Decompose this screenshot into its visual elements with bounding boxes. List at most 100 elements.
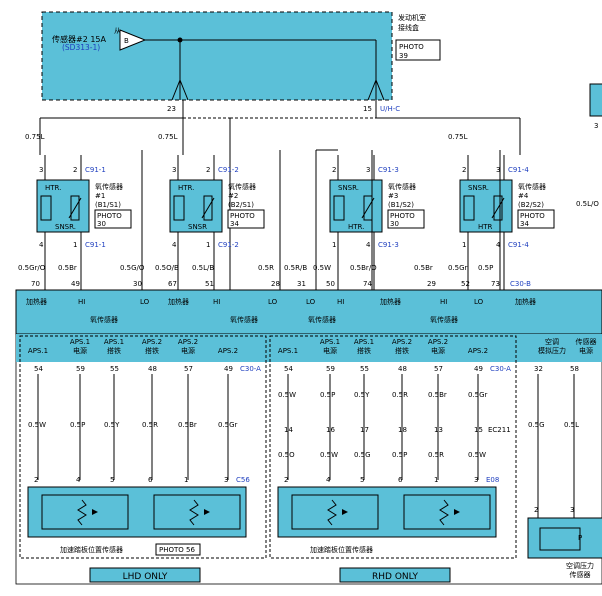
- aps-wire-2: 0.5G: [354, 451, 371, 459]
- sensor-conn-bot: C91-4: [508, 241, 529, 249]
- aps-pedal-pin: 5: [110, 476, 114, 484]
- sensor-pin-top-1: 2: [462, 166, 466, 174]
- sensor-block-bottom: SNSR: [188, 223, 207, 231]
- aps-ecm-pin: 48: [148, 365, 157, 373]
- engine-box-label-1: 发动机室: [398, 13, 426, 22]
- aps-joint-pin: 13: [434, 426, 443, 434]
- ac-sensor-label: 空调压力: [566, 561, 594, 570]
- connector-b: B: [124, 37, 129, 45]
- sensor-number: #4: [518, 192, 529, 200]
- aps-header: APS.2: [218, 347, 238, 355]
- ecm-top-wire: 0.5G/O: [120, 264, 145, 272]
- ac-sensor-pin: 2: [534, 506, 538, 514]
- aps-header: 电源: [431, 346, 445, 355]
- sensor-wire-in: 0.75L: [25, 133, 45, 141]
- sensor-body: [459, 179, 513, 233]
- aps-wire-1: 0.5W: [278, 391, 296, 399]
- engine-box-label-2: 接线盒: [398, 23, 419, 32]
- aps-ecm-pin: 59: [76, 365, 85, 373]
- ecm-group-label: 氧传感器: [430, 315, 458, 324]
- region-banner: [89, 567, 201, 583]
- aps-header: APS.1: [104, 338, 124, 346]
- aps-header: APS.1: [320, 338, 340, 346]
- ecm-top-pin-number: 52: [461, 280, 470, 288]
- sensor-number: #1: [95, 192, 105, 200]
- sensor-photo-title: PHOTO: [520, 212, 545, 220]
- pin-right-code: U/H-C: [380, 105, 400, 113]
- sensor-pin-top-1: 2: [332, 166, 336, 174]
- sensor-pin-top-2: 2: [206, 166, 210, 174]
- aps-ecm-pin: 54: [34, 365, 43, 373]
- aps-ecm-pin: 49: [224, 365, 233, 373]
- sensor-body: [169, 179, 223, 233]
- aps-ecm-pin: 59: [326, 365, 335, 373]
- ecm-label: LO: [306, 298, 316, 306]
- ecm-label: HI: [440, 298, 447, 306]
- ecm-group-label: 氧传感器: [230, 315, 258, 324]
- sensor-block-bottom: SNSR.: [55, 223, 76, 231]
- aps-ecm-pin: 49: [474, 365, 483, 373]
- sensor-pin-bot-1: 4: [39, 241, 44, 249]
- aps-wire: 0.5W: [28, 421, 46, 429]
- aps-header: 搭铁: [395, 346, 409, 355]
- ecm-top-pin-number: 30: [133, 280, 142, 288]
- aps-ecm-pin: 57: [434, 365, 443, 373]
- sensor-photo-num: 34: [230, 220, 239, 228]
- ac-wire: 0.5L: [564, 421, 579, 429]
- region-banner: [339, 567, 451, 583]
- ecm-top-wire: 0.5R/B: [284, 264, 307, 272]
- sensor-photo-title: PHOTO: [97, 212, 122, 220]
- aps-ecm-pin: 48: [398, 365, 407, 373]
- aps-pedal-pin: 1: [184, 476, 188, 484]
- aps-header: APS.1: [28, 347, 48, 355]
- aps-header: 搭铁: [357, 346, 371, 355]
- ecm-top-wire: 0.5Br: [58, 264, 77, 272]
- sensor-conn-bot: C91-2: [218, 241, 239, 249]
- ecm-top-pin: 0.5W 50: [313, 264, 335, 288]
- fuse-ref: (SD313-1): [62, 43, 100, 52]
- aps-pedal-pin: 3: [474, 476, 478, 484]
- ecm-top-pin: 0.5O/B67: [155, 264, 179, 288]
- ecm-top-pin: 0.5G/O 30: [120, 150, 145, 290]
- ecm-top-wire: 0.5W: [313, 264, 331, 272]
- ecm-top-wire: 0.5L/B: [192, 264, 214, 272]
- fuse-label: 传感器#2 15A: [52, 34, 107, 44]
- sensor-position: (B2/S2): [518, 201, 544, 209]
- pedal-sensor-photo: PHOTO 56: [159, 546, 195, 554]
- sensor-wire-in: 0.75L: [158, 133, 178, 141]
- ecm-top-pin-number: 50: [326, 280, 335, 288]
- aps-wire: 0.5P: [70, 421, 85, 429]
- sensor-number: #3: [388, 192, 398, 200]
- aps-wire-2: 0.5W: [468, 451, 486, 459]
- sensor-conn-bot: C91-3: [378, 241, 399, 249]
- photo-top-title: PHOTO: [399, 43, 424, 51]
- aps-pedal-pin: 1: [434, 476, 438, 484]
- aps-header: APS.1: [70, 338, 90, 346]
- aps-header: 搭铁: [145, 346, 159, 355]
- sensor-block-bottom: HTR: [478, 223, 493, 231]
- engine-room-junction-box: 传感器#2 15A (SD313-1) 从 B 发动机室 接线盒 PHOTO 3…: [41, 11, 602, 208]
- pin-right: 15: [363, 105, 372, 113]
- aps-header: 搭铁: [107, 346, 121, 355]
- aps-ecm-conn: C30-A: [490, 365, 511, 373]
- aps-header: APS.1: [278, 347, 298, 355]
- ecm-label: LO: [268, 298, 278, 306]
- sensor-pin-bot-2: 1: [206, 241, 210, 249]
- ecm-label: 加热器: [515, 297, 536, 306]
- aps-pedal-pin: 2: [284, 476, 288, 484]
- aps-joint-pin: 18: [398, 426, 407, 434]
- sensor-conn-top: C91-3: [378, 166, 399, 174]
- sensor-wire-in: 0.75L: [448, 133, 468, 141]
- sensor-block-bottom: HTR.: [348, 223, 364, 231]
- aps-wire: 0.5Gr: [218, 421, 238, 429]
- sensor-position: (B1/S1): [95, 201, 121, 209]
- aps-ecm-pin: 55: [360, 365, 369, 373]
- sensor-name: 氧传感器: [95, 182, 123, 191]
- aps-header: APS.2: [468, 347, 488, 355]
- ecm-label: HI: [337, 298, 344, 306]
